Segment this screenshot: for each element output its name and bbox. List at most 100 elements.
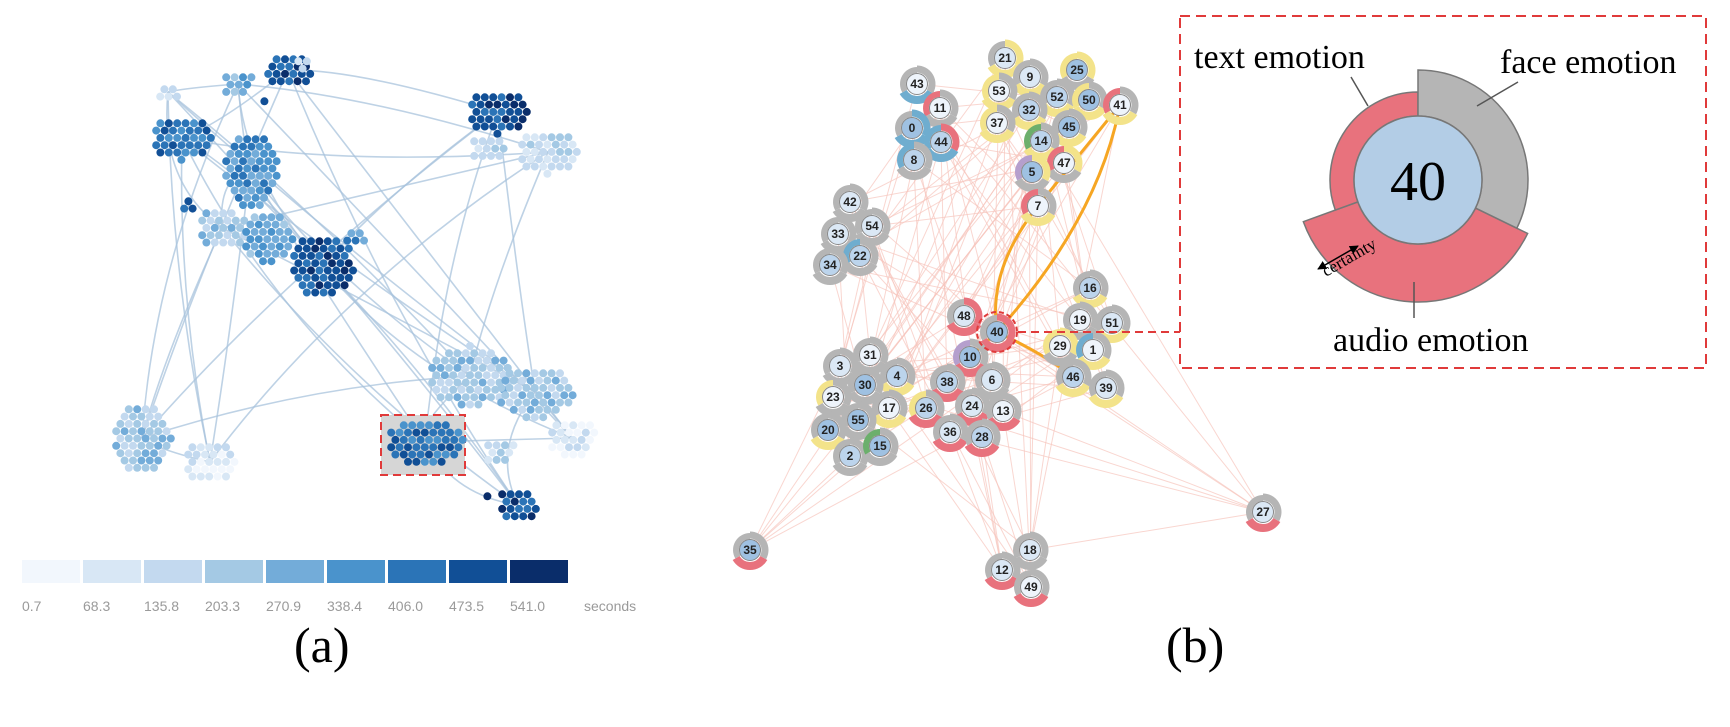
emotion-node[interactable]: 35 <box>732 531 769 570</box>
emotion-node[interactable]: 36 <box>932 413 969 452</box>
emotion-node[interactable]: 37 <box>979 104 1016 143</box>
duration-dot <box>226 450 235 459</box>
edge <box>837 233 1081 321</box>
duration-dot <box>243 135 252 144</box>
emotion-node[interactable]: 23 <box>815 378 852 417</box>
text-arc <box>848 368 866 394</box>
node-core <box>981 369 1003 391</box>
emotion-node[interactable]: 48 <box>946 297 983 336</box>
emotion-node[interactable]: 30 <box>847 366 884 405</box>
emotion-node[interactable]: 27 <box>1245 493 1282 532</box>
emotion-node[interactable]: 2 <box>832 437 869 476</box>
node-core <box>1095 377 1117 399</box>
duration-dot <box>569 421 578 430</box>
face-arc <box>827 411 847 440</box>
duration-dot <box>453 363 462 372</box>
emotion-node[interactable]: 45 <box>1051 108 1088 147</box>
duration-dot <box>526 140 535 149</box>
face-arc <box>1092 331 1112 360</box>
text-arc <box>841 403 859 429</box>
node-core <box>992 400 1014 422</box>
emotion-node[interactable]: 17 <box>871 389 908 428</box>
duration-dot <box>156 148 165 157</box>
emotion-node[interactable]: 25 <box>1059 51 1096 90</box>
node-core <box>930 131 952 153</box>
duration-dot <box>264 69 273 78</box>
duration-dot <box>294 259 303 268</box>
duration-dot <box>315 266 324 275</box>
duration-dot <box>243 149 252 158</box>
emotion-node[interactable]: 4 <box>879 357 916 396</box>
audio-arc <box>1046 168 1082 183</box>
duration-dot <box>239 171 247 180</box>
node-label: 6 <box>989 373 996 387</box>
emotion-node[interactable]: 50 <box>1071 81 1108 120</box>
emotion-node[interactable]: 28 <box>964 418 1001 457</box>
face-arc <box>749 531 769 560</box>
duration-dot <box>408 435 417 444</box>
emotion-node[interactable]: 39 <box>1088 369 1125 408</box>
duration-dot <box>120 441 129 450</box>
duration-dot <box>530 398 539 407</box>
duration-dot <box>198 148 207 157</box>
duration-dot <box>535 140 543 149</box>
text-arc <box>1014 570 1032 596</box>
node-core <box>929 97 951 119</box>
emotion-node[interactable]: 41 <box>1102 86 1139 125</box>
duration-dot <box>336 259 345 268</box>
duration-dot <box>425 450 433 459</box>
emotion-node[interactable]: 20 <box>810 411 847 450</box>
duration-dot <box>239 142 247 151</box>
emotion-node[interactable]: 26 <box>908 389 945 428</box>
duration-dot <box>522 107 531 116</box>
emotion-node[interactable]: 22 <box>842 237 879 276</box>
duration-dot <box>478 151 487 160</box>
emotion-node[interactable]: 55 <box>840 401 877 440</box>
duration-dot <box>141 419 150 428</box>
emotion-node[interactable]: 7 <box>1020 187 1057 226</box>
duration-dot <box>196 472 205 481</box>
edge <box>321 265 573 439</box>
emotion-node[interactable]: 34 <box>812 246 849 285</box>
duration-dot <box>560 421 569 430</box>
legend-swatch <box>144 560 202 583</box>
emotion-node[interactable]: 16 <box>1072 269 1109 308</box>
duration-dot <box>234 135 243 144</box>
emotion-node[interactable]: 11 <box>922 89 959 128</box>
emotion-node[interactable]: 18 <box>1012 531 1049 570</box>
audio-arc <box>979 337 1015 352</box>
emotion-node[interactable]: 43 <box>899 65 936 104</box>
emotion-node[interactable]: 1 <box>1075 331 1112 370</box>
face-arc <box>1037 187 1057 216</box>
emotion-node[interactable]: 15 <box>862 427 899 466</box>
duration-dot <box>311 244 320 253</box>
emotion-node[interactable]: 40 <box>979 313 1016 352</box>
emotion-node[interactable]: 49 <box>1013 568 1050 607</box>
duration-dot <box>196 443 205 452</box>
duration-dot <box>222 171 231 180</box>
duration-dot <box>247 186 256 195</box>
emotion-node[interactable]: 31 <box>852 336 889 375</box>
duration-dot <box>307 281 315 290</box>
duration-dot <box>141 463 150 472</box>
emotion-node[interactable]: 47 <box>1046 144 1083 183</box>
node-label: 52 <box>1050 90 1064 104</box>
emotion-node[interactable]: 54 <box>854 207 891 246</box>
duration-dot <box>387 428 396 437</box>
emotion-node[interactable]: 8 <box>896 141 933 180</box>
duration-dot <box>344 273 353 282</box>
duration-dot <box>495 151 504 160</box>
text-arc <box>811 413 829 439</box>
text-arc <box>1012 93 1030 119</box>
duration-dot <box>457 356 466 365</box>
emotion-node[interactable]: 46 <box>1055 358 1092 397</box>
emotion-node[interactable]: 5 <box>1014 153 1051 192</box>
duration-dot <box>311 259 320 268</box>
duration-dot <box>590 428 599 437</box>
duration-dot <box>478 393 487 402</box>
emotion-node[interactable]: 42 <box>832 183 869 222</box>
duration-dot <box>547 147 556 156</box>
emotion-node[interactable]: 12 <box>984 551 1021 590</box>
duration-dot <box>190 119 198 128</box>
emotion-node[interactable]: 32 <box>1011 91 1048 130</box>
